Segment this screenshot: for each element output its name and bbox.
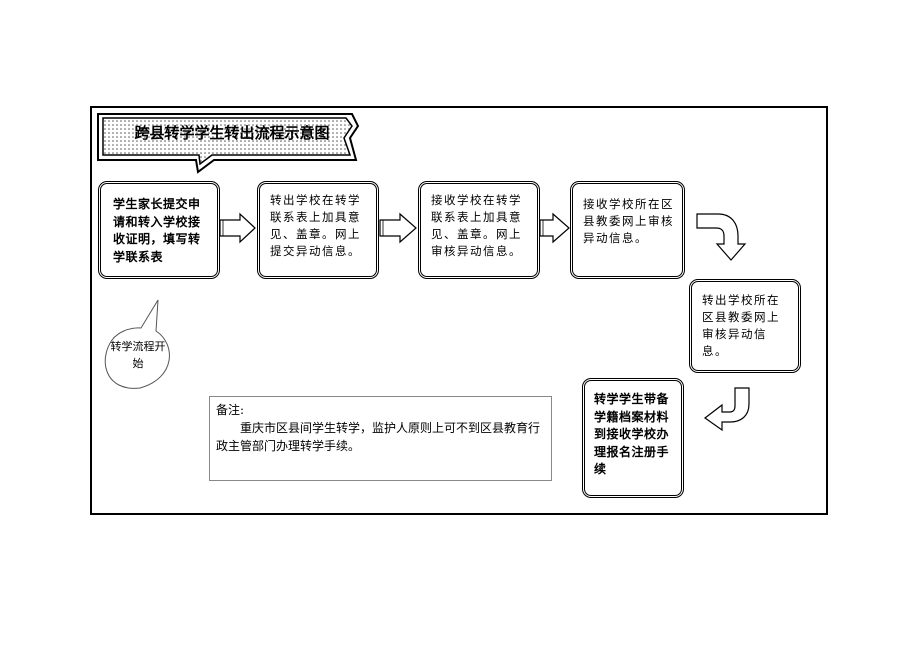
step-4-text: 接收学校所在区县教委网上审核异动信息。: [583, 197, 674, 245]
title-banner: [97, 113, 360, 174]
start-bubble: [104, 299, 170, 389]
step-1-box: 学生家长提交申请和转入学校接收证明，填写转学联系表: [98, 181, 220, 279]
diagram-frame: [90, 106, 828, 515]
curved-arrow-down-right: [696, 213, 747, 261]
step-6-text: 转学学生带备学籍档案材料到接收学校办理报名注册手续: [594, 392, 670, 476]
step-3-box: 接收学校在转学联系表上加具意见、盖章。网上审核异动信息。: [418, 181, 540, 279]
step-5-text: 转出学校所在区县教委网上审核异动信息。: [702, 293, 780, 358]
curved-arrow-down-left: [703, 387, 750, 432]
step-6-box: 转学学生带备学籍档案材料到接收学校办理报名注册手续: [582, 378, 684, 498]
note-body: 重庆市区县间学生转学，监护人原则上可不到区县教育行政主管部门办理转学手续。: [216, 421, 541, 453]
arrow-step2-to-step3: [379, 212, 417, 244]
step-3-text: 接收学校在转学联系表上加具意见、盖章。网上审核异动信息。: [431, 193, 522, 258]
note-label: 备注:: [216, 403, 245, 417]
step-2-text: 转出学校在转学联系表上加具意见、盖章。网上提交异动信息。: [270, 193, 361, 258]
step-4-box: 接收学校所在区县教委网上审核异动信息。: [570, 181, 685, 279]
note-box: 备注: 重庆市区县间学生转学，监护人原则上可不到区县教育行政主管部门办理转学手续…: [209, 396, 552, 481]
arrow-step3-to-step4: [539, 212, 570, 244]
step-5-box: 转出学校所在区县教委网上审核异动信息。: [689, 279, 801, 373]
diagram-title: 跨县转学学生转出流程示意图: [134, 124, 330, 142]
step-1-text: 学生家长提交申请和转入学校接收证明，填写转学联系表: [113, 197, 201, 264]
arrow-step1-to-step2: [219, 212, 256, 244]
step-2-box: 转出学校在转学联系表上加具意见、盖章。网上提交异动信息。: [257, 181, 379, 279]
start-bubble-text: 转学流程开始: [110, 340, 166, 370]
